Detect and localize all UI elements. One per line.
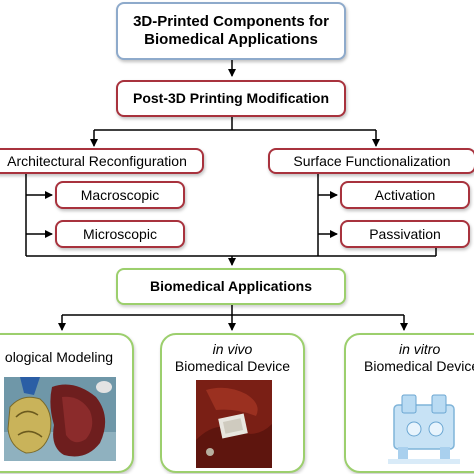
activation-box: Activation: [340, 181, 470, 209]
passivation-box: Passivation: [340, 220, 470, 248]
card-in-vitro: in vitro Biomedical Device: [344, 333, 474, 473]
heart-model-photo: [4, 377, 116, 461]
in-vitro-device-photo: [384, 387, 464, 467]
modification-box: Post-3D Printing Modification: [116, 80, 346, 117]
surface-functionalization-label: Surface Functionalization: [293, 152, 451, 169]
architectural-reconfiguration-label: Architectural Reconfiguration: [7, 152, 187, 169]
activation-label: Activation: [374, 186, 436, 203]
biomedical-applications-label: Biomedical Applications: [149, 278, 313, 295]
card-in-vitro-title: in vitro Biomedical Device: [346, 341, 474, 375]
card-biological-modeling-title: ological Modeling: [0, 349, 132, 366]
in-vivo-device-photo: [196, 380, 272, 468]
card-in-vivo-title: in vivo Biomedical Device: [162, 341, 303, 375]
card-biological-modeling: ological Modeling: [0, 333, 134, 473]
surface-functionalization-box: Surface Functionalization: [268, 148, 474, 174]
title-line-1: 3D-Printed Components for: [133, 13, 329, 30]
card-biological-modeling-text: ological Modeling: [4, 349, 114, 365]
architectural-reconfiguration-box: Architectural Reconfiguration: [0, 148, 204, 174]
card-in-vivo: in vivo Biomedical Device: [160, 333, 305, 473]
card-in-vivo-italic: in vivo: [212, 341, 253, 357]
title-box: 3D-Printed Components for Biomedical App…: [116, 2, 346, 60]
modification-label: Post-3D Printing Modification: [133, 90, 329, 107]
card-in-vitro-italic: in vitro: [399, 341, 441, 357]
biomedical-applications-box: Biomedical Applications: [116, 268, 346, 305]
card-in-vivo-text: Biomedical Device: [174, 358, 291, 374]
microscopic-label: Microscopic: [83, 225, 157, 242]
title-line-2: Biomedical Applications: [144, 31, 318, 48]
passivation-label: Passivation: [369, 225, 441, 242]
macroscopic-box: Macroscopic: [55, 181, 185, 209]
microscopic-box: Microscopic: [55, 220, 185, 248]
card-in-vitro-text: Biomedical Device: [364, 358, 474, 374]
macroscopic-label: Macroscopic: [80, 186, 160, 203]
